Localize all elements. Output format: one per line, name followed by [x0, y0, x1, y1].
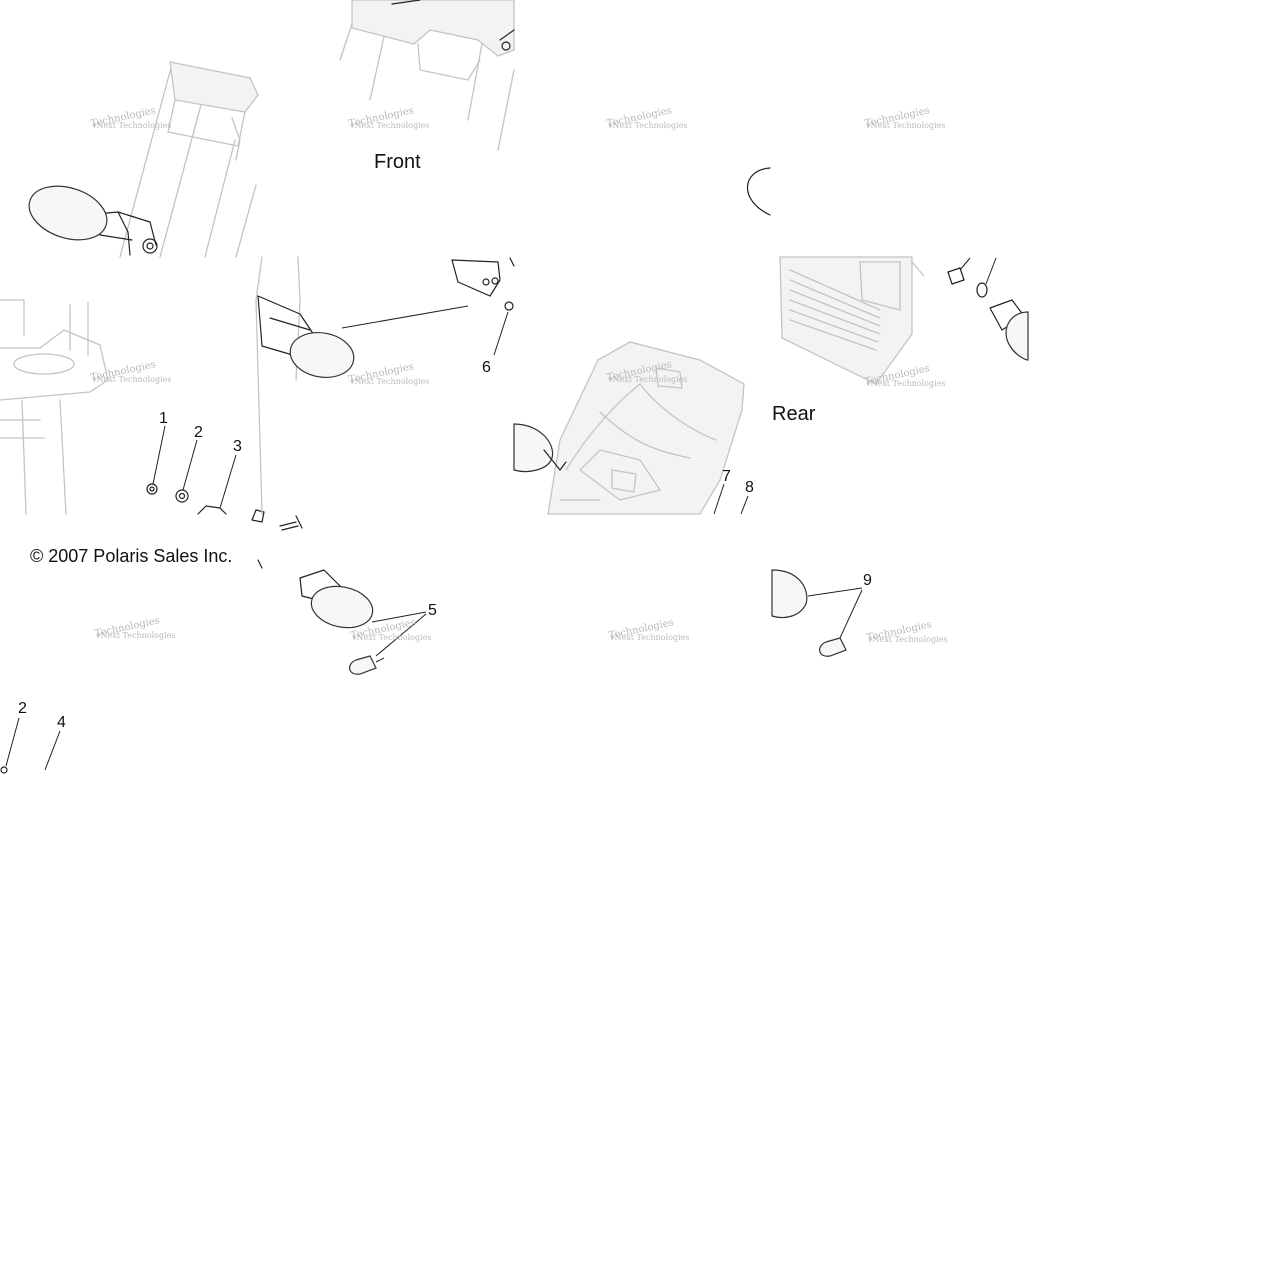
front-right-turn-signal-lamp: [289, 332, 355, 378]
hardware-rear-bolt: [947, 257, 971, 285]
watermark-12: Technologies vNext Technologies: [866, 619, 948, 644]
hardware-small-nut: [504, 301, 514, 311]
front-lamp-bulb: [349, 655, 385, 675]
rear-lamp-bulb: [819, 637, 847, 657]
svg-text:8: 8: [745, 479, 754, 496]
callout-2-upper: 2: [182, 424, 203, 491]
front-fork-upper-right-drawing: [339, 0, 515, 151]
svg-text:vNext Technologies: vNext Technologies: [865, 121, 945, 130]
front-left-turn-signal-lamp: [28, 185, 108, 241]
callout-9: 9: [807, 572, 872, 639]
svg-text:vNext Technologies: vNext Technologies: [865, 379, 945, 388]
watermark-4: Technologies vNext Technologies: [864, 105, 946, 130]
svg-text:5: 5: [428, 602, 437, 619]
svg-text:3: 3: [233, 438, 242, 455]
watermark-1: Technologies vNext Technologies: [90, 105, 172, 130]
svg-text:vNext Technologies: vNext Technologies: [95, 631, 175, 640]
front-lamp-exploded-drawing: [257, 559, 374, 629]
callout-1: 1: [152, 410, 168, 485]
svg-text:vNext Technologies: vNext Technologies: [607, 375, 687, 384]
callout-7: 7: [713, 468, 731, 515]
svg-text:9: 9: [863, 572, 872, 589]
svg-text:vNext Technologies: vNext Technologies: [91, 121, 171, 130]
rear-right-turn-signal-lamp: [989, 299, 1029, 361]
svg-text:2: 2: [194, 424, 203, 441]
callout-4: 4: [44, 714, 66, 771]
svg-text:vNext Technologies: vNext Technologies: [867, 635, 947, 644]
callout-2-lower: 2: [0, 700, 27, 774]
copyright-notice: © 2007 Polaris Sales Inc.: [30, 546, 232, 566]
svg-text:1: 1: [159, 410, 168, 427]
rear-left-turn-signal-lamp: [513, 423, 567, 473]
svg-text:vNext Technologies: vNext Technologies: [91, 375, 171, 384]
watermark-5: Technologies vNext Technologies: [90, 359, 172, 384]
svg-text:7: 7: [722, 468, 731, 485]
callout-6: 6: [482, 311, 509, 376]
rear-fender-drawing: [547, 341, 745, 515]
front-lamp-mount-drawing: [197, 505, 303, 531]
svg-text:vNext Technologies: vNext Technologies: [607, 121, 687, 130]
callout-3: 3: [219, 438, 242, 509]
svg-text:4: 4: [57, 714, 66, 731]
svg-text:2: 2: [18, 700, 27, 717]
rear-cover-drawing: [779, 256, 925, 385]
hardware-nut: [146, 483, 158, 495]
watermark-6: Technologies vNext Technologies: [348, 361, 430, 386]
hardware-rear-washer: [976, 257, 997, 298]
watermark-3: Technologies vNext Technologies: [606, 105, 688, 130]
svg-text:6: 6: [482, 359, 491, 376]
svg-text:vNext Technologies: vNext Technologies: [351, 633, 431, 642]
callout-8: 8: [740, 479, 754, 515]
svg-text:vNext Technologies: vNext Technologies: [349, 121, 429, 130]
front-fork-lower-drawing: [0, 299, 109, 515]
svg-text:vNext Technologies: vNext Technologies: [349, 377, 429, 386]
front-section-label: Front: [374, 151, 421, 173]
rear-lamp-exploded-drawing: [771, 569, 808, 619]
svg-text:vNext Technologies: vNext Technologies: [609, 633, 689, 642]
rear-lamp-edge-drawing: [746, 167, 771, 216]
rear-section-label: Rear: [772, 403, 816, 425]
watermark-9: Technologies vNext Technologies: [94, 615, 176, 640]
front-fork-upper-drawing: [85, 61, 259, 258]
callout-5: 5: [371, 602, 437, 657]
hardware-washer: [175, 489, 189, 503]
watermark-11: Technologies vNext Technologies: [608, 617, 690, 642]
watermark-2: Technologies vNext Technologies: [348, 105, 430, 130]
